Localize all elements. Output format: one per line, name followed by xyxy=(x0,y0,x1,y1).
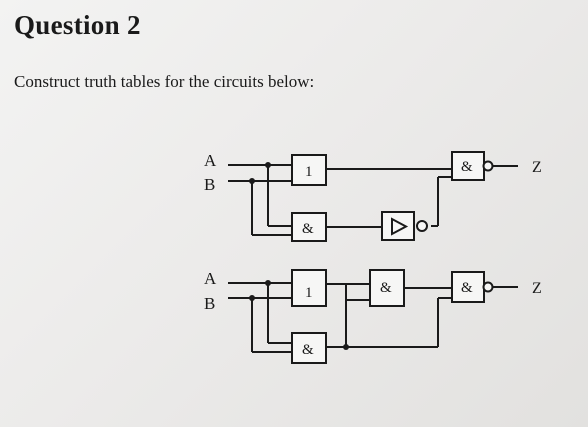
circuit2-or-gate xyxy=(291,269,327,307)
question-heading: Question 2 xyxy=(14,10,141,40)
circuit2-nand-gate xyxy=(451,271,485,303)
circuit1-and-gate xyxy=(291,212,327,242)
circuit2-and-gate-lower xyxy=(291,332,327,364)
circuit2-junction-and xyxy=(343,344,349,350)
circuit2-and-gate-middle xyxy=(369,269,405,307)
circuit1-not-bubble xyxy=(416,220,428,232)
circuit1-label-a: A xyxy=(204,151,217,170)
circuit2-label-a: A xyxy=(204,269,217,288)
circuit1-junction-b xyxy=(249,178,255,184)
circuit1-junction-a xyxy=(265,162,271,168)
instruction-text: Construct truth tables for the circuits … xyxy=(14,72,315,91)
circuit1-or-label: 1 xyxy=(305,164,313,180)
circuit1-label-z: Z xyxy=(532,159,542,176)
circuit-1 xyxy=(228,151,518,242)
circuit2-nand-label: & xyxy=(461,280,473,296)
circuit2-nand-bubble xyxy=(482,281,494,293)
circuit2-junction-b xyxy=(249,295,255,301)
circuit2-and-lower-label: & xyxy=(302,342,314,358)
circuit2-label-b: B xyxy=(204,294,215,313)
circuit1-nand-label: & xyxy=(461,159,473,175)
circuit2-label-z: Z xyxy=(532,280,542,297)
circuit1-or-gate xyxy=(291,154,327,186)
circuit1-not-gate xyxy=(381,211,415,241)
circuit1-nand-bubble xyxy=(482,160,494,172)
triangle-icon xyxy=(391,217,409,236)
circuit2-junction-a xyxy=(265,280,271,286)
circuit2-or-label: 1 xyxy=(305,285,313,301)
circuit1-nand-gate xyxy=(451,151,485,181)
circuit-2 xyxy=(228,269,518,364)
circuit1-and-label: & xyxy=(302,221,314,237)
circuit1-label-b: B xyxy=(204,175,215,194)
circuit2-and-middle-label: & xyxy=(380,280,392,296)
